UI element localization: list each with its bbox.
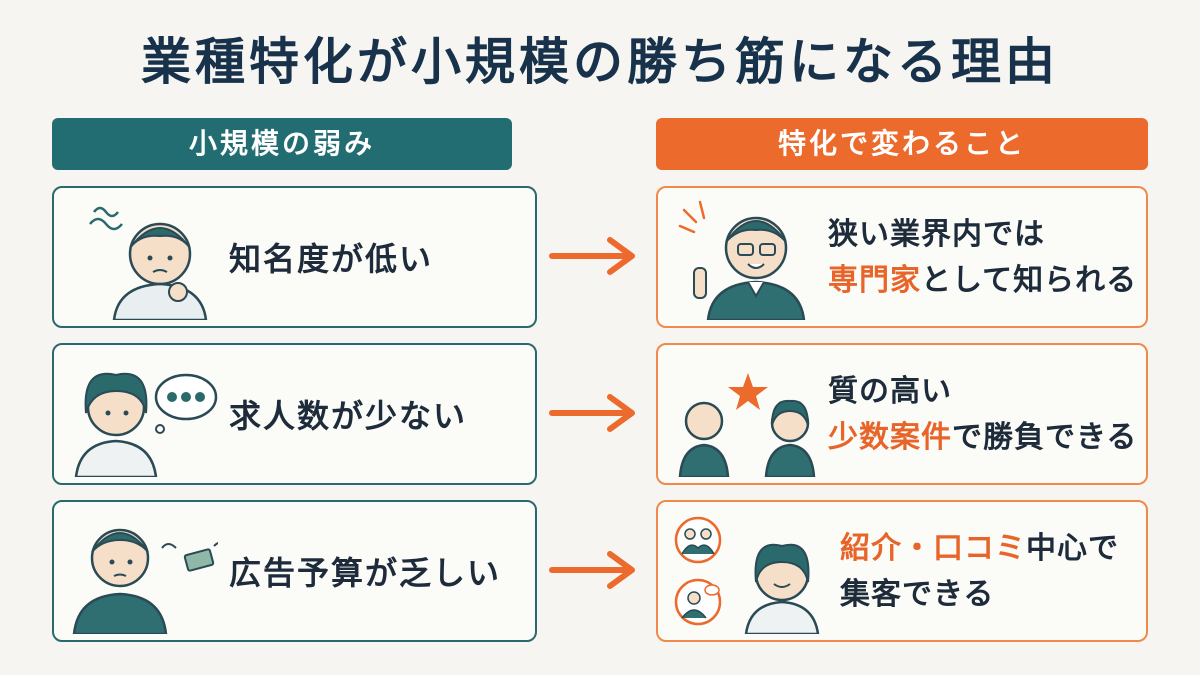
change-card-quality: 質の高い 少数案件で勝負できる <box>656 343 1148 485</box>
page-title: 業種特化が小規模の勝ち筋になる理由 <box>141 33 1059 91</box>
weakness-card-awareness: 知名度が低い <box>52 186 537 328</box>
arrow-right-icon <box>549 394 635 432</box>
weakness-text: 広告予算が乏しい <box>229 554 502 592</box>
change-line-2: 集客できる <box>840 577 995 612</box>
worried-man-icon <box>89 206 208 320</box>
change-line-2: 少数案件で勝負できる <box>828 415 1137 461</box>
change-highlight: 少数案件 <box>828 420 952 455</box>
change-card-expert: 狭い業界内では 専門家として知られる <box>656 186 1148 328</box>
two-people-star-icon <box>678 373 816 477</box>
arrow-right-icon <box>549 551 635 589</box>
change-line-1: 紹介・口コミ中心で <box>840 526 1119 572</box>
change-line-2-rest: で勝負できる <box>952 420 1138 455</box>
change-line-1: 狭い業界内では <box>828 217 1045 252</box>
expert-man-icon <box>678 200 806 320</box>
change-line-2-rest: として知られる <box>921 263 1138 298</box>
change-text: 狭い業界内では 専門家として知られる <box>828 212 1137 304</box>
change-line-1-rest: 中心で <box>1026 531 1119 566</box>
thinking-woman-icon <box>74 372 218 477</box>
referral-people-icon <box>674 516 820 634</box>
arms-crossed-man-icon <box>72 528 218 634</box>
weakness-card-ad-budget: 広告予算が乏しい <box>52 500 537 642</box>
change-highlight: 紹介・口コミ <box>840 531 1026 566</box>
change-text: 質の高い 少数案件で勝負できる <box>828 369 1137 461</box>
changes-header: 特化で変わること <box>656 118 1148 170</box>
change-line-1: 質の高い <box>828 374 952 409</box>
change-highlight: 専門家 <box>828 263 921 298</box>
weakness-text: 求人数が少ない <box>229 397 468 435</box>
change-text: 紹介・口コミ中心で 集客できる <box>840 526 1119 618</box>
arrow-right-icon <box>549 237 635 275</box>
weakness-text: 知名度が低い <box>229 240 434 278</box>
weaknesses-header: 小規模の弱み <box>52 118 512 170</box>
change-card-referrals: 紹介・口コミ中心で 集客できる <box>656 500 1148 642</box>
change-line-2: 専門家として知られる <box>828 258 1137 304</box>
weakness-card-jobs: 求人数が少ない <box>52 343 537 485</box>
